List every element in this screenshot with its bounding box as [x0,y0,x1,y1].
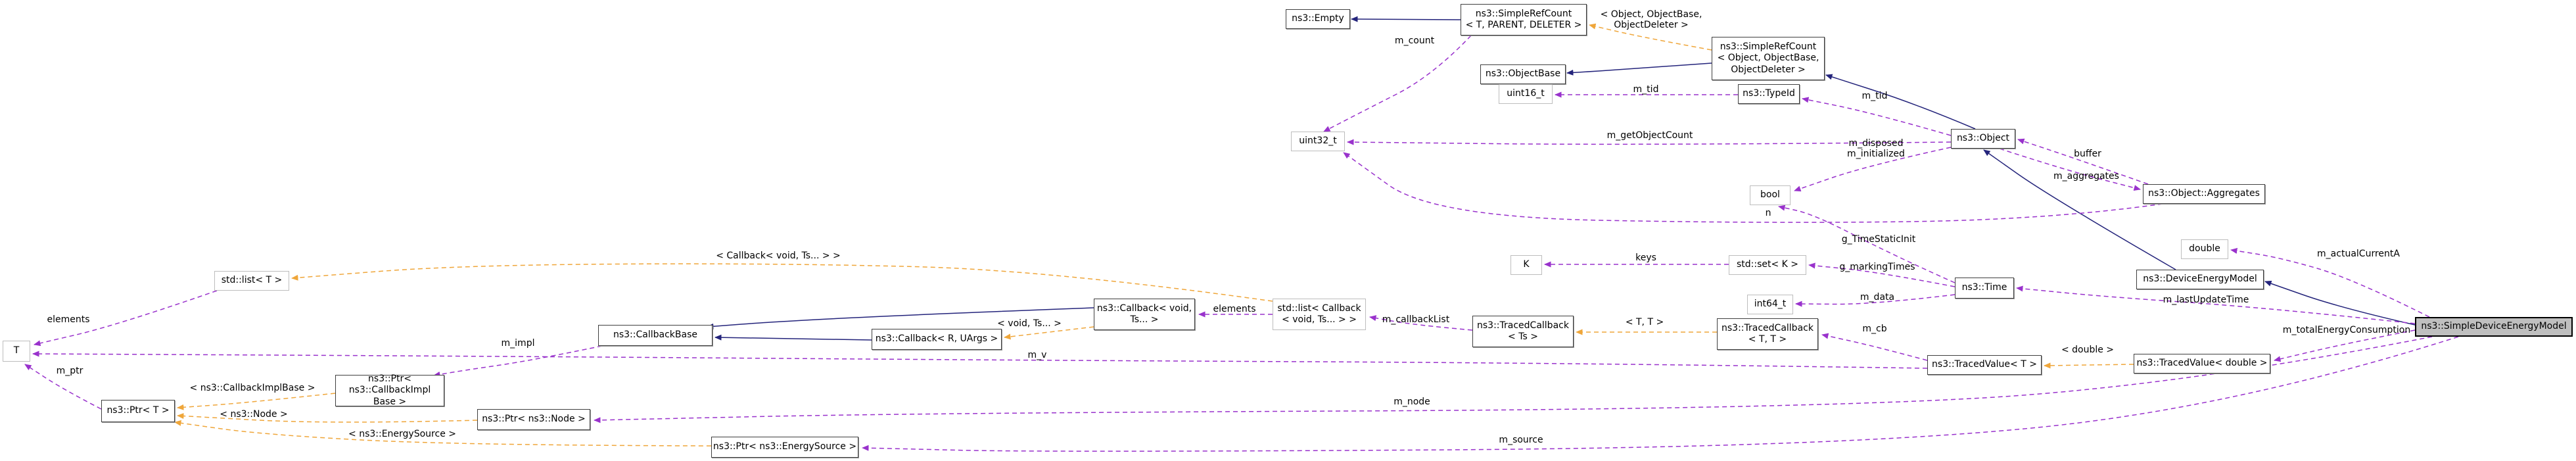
edge-label--ns3-Node-: < ns3::Node > [220,408,288,420]
edge-usage-m_data [1795,294,1955,307]
node-object[interactable]: ns3::Object [1951,129,2015,149]
edge-usage-m_v [32,351,1928,369]
node-int64-t[interactable]: int64_t [1747,295,1793,314]
node-callback-r-uargs[interactable]: ns3::Callback< R, UArgs > [872,329,1002,350]
node-std-set-k[interactable]: std::set< K > [1729,255,1806,275]
edge-usage-m_getObjectCount [1347,139,1952,145]
edge-usage-m_actualCurrentA [2230,248,2430,318]
edge-usage-m_callbackList [1369,315,1473,331]
edge-inheritance-6 [707,307,1094,329]
node-callback-void[interactable]: ns3::Callback< void, Ts... > [1094,299,1195,330]
node-simplerefcount-object[interactable]: ns3::SimpleRefCount < Object, ObjectBase… [1712,37,1825,80]
edge-template--ns3-Node- [177,413,478,423]
node-ptr-callbackimplbase[interactable]: ns3::Ptr< ns3::CallbackImpl Base > [335,374,444,407]
edge-template--Callback-void-Ts- [291,263,1273,302]
node-callbackbase[interactable]: ns3::CallbackBase [598,325,713,346]
edge-label-m_callbackList: m_callbackList [1382,314,1450,325]
edge-usage-m_lastUpdateTime [2016,285,2416,324]
edge-usage-g_markingTimes [1808,262,1955,287]
node-t[interactable]: T [3,341,30,362]
edge-label-m_data: m_data [1860,291,1895,303]
edge-inheritance-1 [1566,62,1712,76]
edge-label-keys: keys [1635,252,1656,263]
edge-usage-g_TimeStaticInit [1778,205,1955,283]
edge-label-m_totalEnergyConsumption: m_totalEnergyConsumption [2282,324,2411,335]
edge-template--double- [2044,362,2134,369]
edge-label-buffer: buffer [2074,148,2101,159]
edge-usage-m_tid [1802,97,1952,136]
edge-usage-m_aggregates [1999,148,2141,191]
edge-label-g_markingTimes: g_markingTimes [1839,261,1915,272]
node-typeid[interactable]: ns3::TypeId [1738,84,1800,104]
edge-template--ns3-EnergySource- [174,420,712,447]
edge-label--ns3-CallbackImplBase-: < ns3::CallbackImplBase > [189,382,316,393]
edge-label--Callback-void-Ts-: < Callback< void, Ts... > > [716,250,841,261]
edge-label-m_impl: m_impl [501,337,535,349]
edge-label-m_actualCurrentA: m_actualCurrentA [2317,248,2400,259]
node-uint32-t[interactable]: uint32_t [1291,132,1345,151]
edge-usage-m_node [594,336,2433,424]
edge-label--void-Ts-: < void, Ts... > [997,318,1062,329]
edge-label-m_getObjectCount: m_getObjectCount [1606,130,1693,141]
node-ptr-node[interactable]: ns3::Ptr< ns3::Node > [477,409,590,430]
node-objectbase[interactable]: ns3::ObjectBase [1480,64,1566,84]
edge-label-m_ptr: m_ptr [56,365,83,376]
edge-label--Object-ObjectBase-ObjectDeleter-: < Object, ObjectBase, ObjectDeleter > [1600,9,1702,30]
edge-template--ns3-CallbackImplBase- [177,393,336,410]
edge-template--Object-ObjectBase-ObjectDeleter- [1589,23,1712,51]
edge-label-m_lastUpdateTime: m_lastUpdateTime [2163,294,2249,305]
edge-label-m_v: m_v [1027,349,1047,360]
edge-label-g_TimeStaticInit: g_TimeStaticInit [1841,233,1916,245]
edge-label-m_node: m_node [1393,396,1430,407]
node-double[interactable]: double [2181,239,2228,259]
node-ptr-t[interactable]: ns3::Ptr< T > [101,400,175,422]
edge-label--T-T-: < T, T > [1625,316,1664,328]
edge-label-elements: elements [1213,303,1256,314]
edge-usage-m_source [862,336,2459,452]
edge-label-m_tid: m_tid [1862,90,1888,101]
node-simpledeviceenergymodel[interactable]: ns3::SimpleDeviceEnergyModel [2415,317,2573,337]
node-std-list-callback[interactable]: std::list< Callback < void, Ts... > > [1273,299,1366,330]
edge-label-m_aggregates: m_aggregates [2053,170,2119,182]
edge-usage-m_ptr [24,364,102,410]
edge-usage-m_totalEnergyConsumption [2274,329,2416,362]
edge-label-m_disposed-m_initialized: m_disposed m_initialized [1847,137,1905,159]
node-k[interactable]: K [1510,255,1542,275]
node-simplerefcount-template[interactable]: ns3::SimpleRefCount < T, PARENT, DELETER… [1461,4,1587,36]
node-tracedvalue-double[interactable]: ns3::TracedValue< double > [2134,354,2270,374]
node-std-list-t[interactable]: std::list< T > [214,271,289,291]
edge-inheritance-5 [714,334,872,341]
edge-label-m_source: m_source [1499,434,1543,445]
edge-label-m_cb: m_cb [1862,323,1887,334]
edge-inheritance-0 [1351,16,1461,22]
edge-usage-buffer [2017,138,2149,185]
edge-label-m_tid: m_tid [1633,84,1659,95]
edge-inheritance-4 [2264,280,2416,326]
edge-usage-elements [34,290,218,347]
edge-inheritance-3 [1983,149,2176,270]
edge-label-elements: elements [47,314,90,325]
edge-label-n: n [1765,207,1771,218]
node-tracedvalue-t[interactable]: ns3::TracedValue< T > [1927,355,2042,375]
edge-usage-m_count [1323,35,1472,132]
node-tracedcallback-ts[interactable]: ns3::TracedCallback < Ts > [1472,316,1574,347]
node-time[interactable]: ns3::Time [1955,278,2014,299]
edge-label-m_count: m_count [1394,35,1435,46]
node-ptr-energysource[interactable]: ns3::Ptr< ns3::EnergySource > [711,437,858,458]
edge-usage-m_disposed-m_initialized [1794,147,1952,192]
edge-inheritance-2 [1825,74,1976,130]
node-bool[interactable]: bool [1750,185,1791,205]
edge-usage-m_cb [1821,333,1928,361]
node-deviceenergymodel[interactable]: ns3::DeviceEnergyModel [2136,270,2264,289]
edge-usage-m_impl [433,345,603,377]
edge-template--void-Ts- [1004,326,1094,340]
edge-label--ns3-EnergySource-: < ns3::EnergySource > [348,428,456,439]
node-object-aggregates[interactable]: ns3::Object::Aggregates [2143,184,2265,204]
node-uint16-t[interactable]: uint16_t [1499,84,1553,104]
edge-label--double-: < double > [2061,344,2115,355]
node-empty[interactable]: ns3::Empty [1286,9,1350,29]
node-tracedcallback-tt[interactable]: ns3::TracedCallback < T, T > [1717,318,1818,350]
